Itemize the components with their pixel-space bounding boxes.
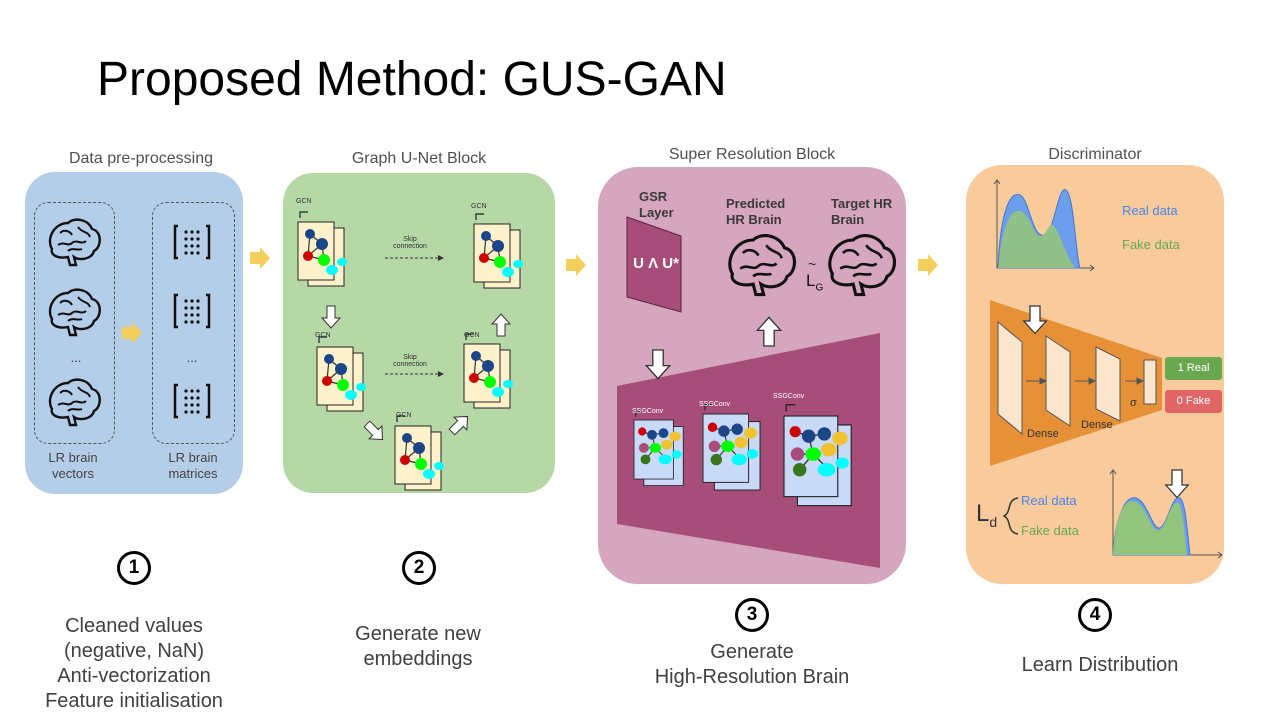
target-hr-brain-label: Target HR Brain bbox=[831, 196, 893, 227]
label-lr-brain-vectors: LR brain vectors bbox=[48, 450, 98, 481]
fake-badge: 0 Fake bbox=[1165, 390, 1222, 413]
matrices-group bbox=[152, 202, 235, 444]
gcn-label: GCN bbox=[315, 332, 331, 339]
graph-unet-title: Graph U-Net Block bbox=[351, 150, 487, 167]
loss-fake-data: Fake data bbox=[1021, 523, 1079, 538]
step-3-text: Generate High-Resolution Brain bbox=[654, 641, 850, 688]
ssgconv-label: SSGConv bbox=[773, 393, 805, 400]
preprocessing-title: Data pre-processing bbox=[68, 150, 214, 167]
loss-real-data: Real data bbox=[1021, 493, 1077, 508]
gcn-label: GCN bbox=[296, 198, 312, 205]
gcn-label: GCN bbox=[396, 412, 412, 419]
step-2-text: Generate new embeddings bbox=[355, 623, 481, 670]
step-number-2: 2 bbox=[402, 551, 436, 585]
step-number-3: 3 bbox=[735, 598, 769, 632]
label-lr-brain-matrices: LR brain matrices bbox=[168, 450, 218, 481]
ellipsis: ... bbox=[70, 350, 82, 365]
loss-g-symbol: LG bbox=[806, 271, 824, 294]
legend-fake-data: Fake data bbox=[1122, 237, 1180, 252]
step-number-1: 1 bbox=[117, 551, 151, 585]
ssgconv-label: SSGConv bbox=[699, 401, 731, 408]
dense-label: Dense bbox=[1081, 419, 1113, 431]
step-number-4: 4 bbox=[1078, 598, 1112, 632]
predicted-hr-brain-label: Predicted HR Brain bbox=[726, 196, 786, 227]
skip-connection-label: Skip connection bbox=[393, 354, 427, 368]
loss-d-symbol: Ld bbox=[976, 500, 998, 530]
down-arrow-icon bbox=[1165, 469, 1189, 499]
ellipsis: ... bbox=[186, 350, 198, 365]
legend-real-data: Real data bbox=[1122, 203, 1178, 218]
gcn-label: GCN bbox=[464, 332, 480, 339]
step-4-text: Learn Distribution bbox=[1021, 654, 1179, 676]
skip-connection-label: Skip connection bbox=[393, 236, 427, 250]
sigma-label: σ bbox=[1130, 397, 1137, 409]
gsr-layer-label: GSR Layer bbox=[639, 189, 674, 220]
discriminator-network-shape bbox=[990, 300, 1162, 466]
page-title: Proposed Method: GUS-GAN bbox=[97, 53, 727, 106]
gcn-label: GCN bbox=[471, 203, 487, 210]
real-badge: 1 Real bbox=[1165, 357, 1222, 380]
ssgconv-label: SSGConv bbox=[632, 408, 664, 415]
super-resolution-title: Super Resolution Block bbox=[668, 146, 836, 163]
gsr-formula: U Λ U* bbox=[633, 255, 679, 272]
dense-label: Dense bbox=[1027, 428, 1059, 440]
loss-g-tilde: ~ bbox=[808, 256, 817, 272]
step-1-text: Cleaned values (negative, NaN) Anti-vect… bbox=[45, 615, 223, 712]
vectors-group bbox=[34, 202, 115, 444]
discriminator-title: Discriminator bbox=[1048, 146, 1142, 163]
gsr-layer-shape bbox=[626, 216, 682, 313]
